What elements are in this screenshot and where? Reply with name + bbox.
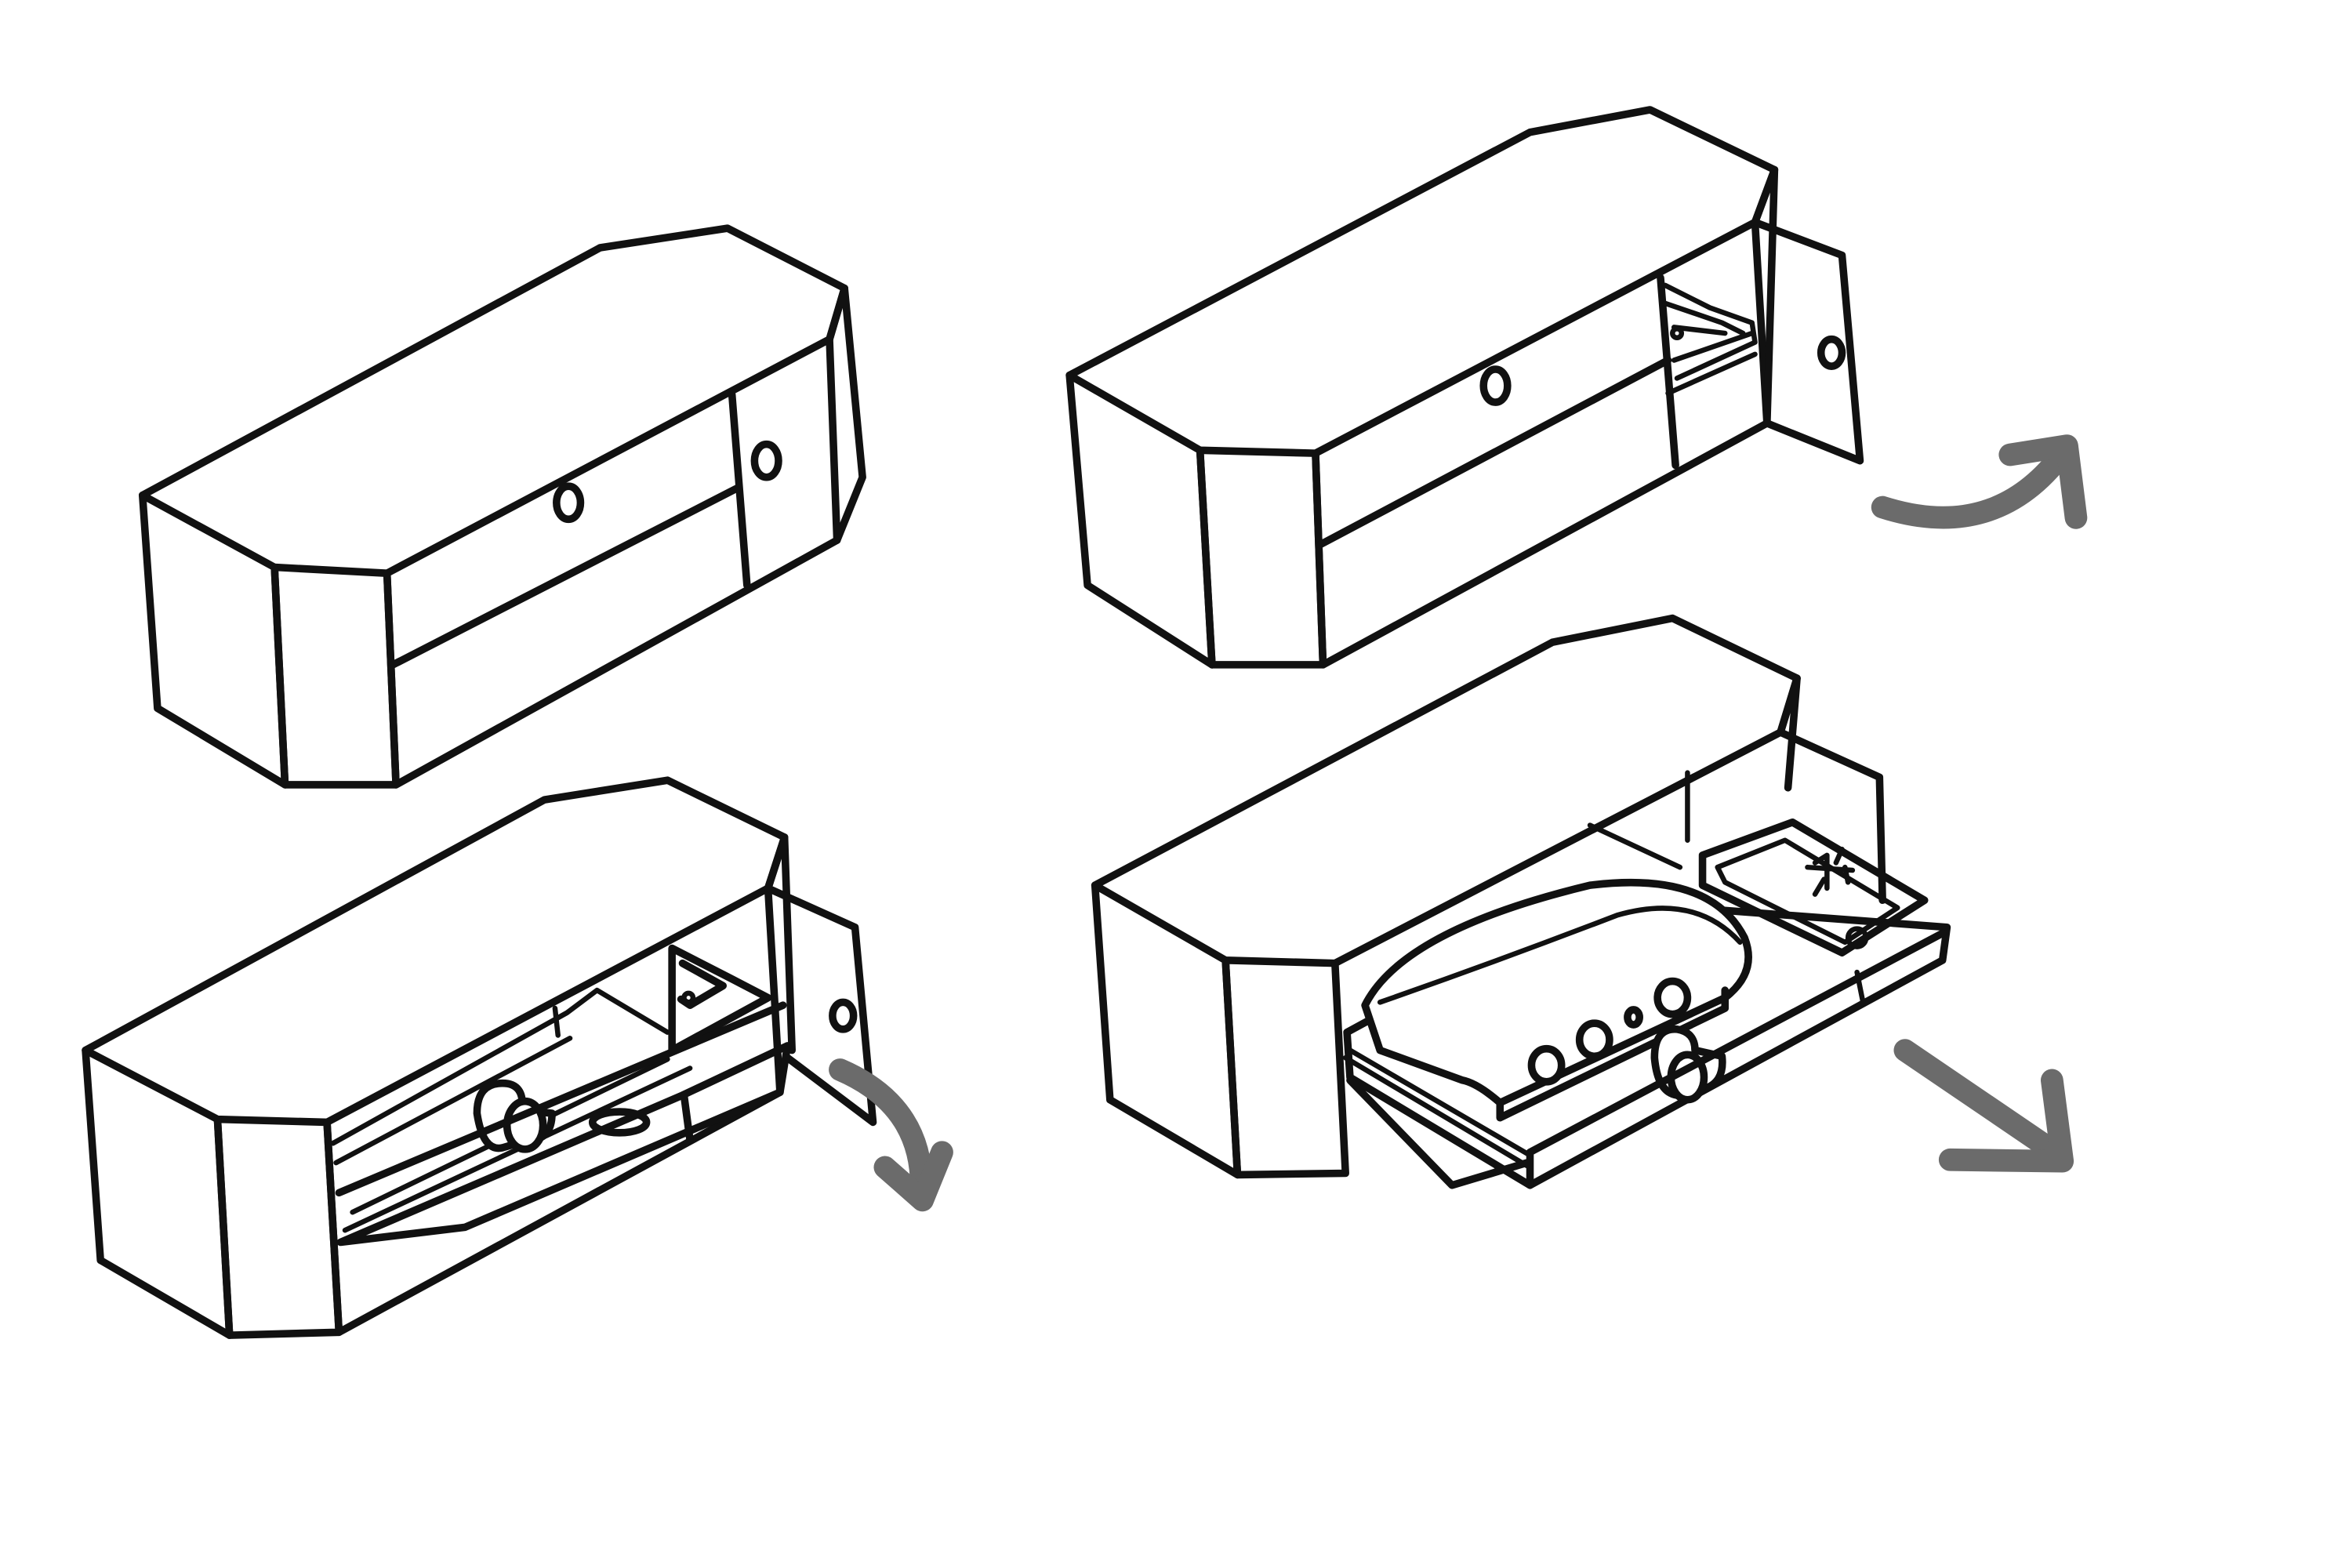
door-swing-arrow-head	[1998, 434, 2088, 529]
kitchen-swung-door	[1777, 728, 1886, 905]
flap-interior-back	[330, 987, 670, 1166]
kitchen-stove-knob-1	[1527, 1044, 1566, 1086]
flap-left-end	[82, 1046, 234, 1339]
flap-front-line	[335, 1001, 787, 1197]
closed-right-end	[826, 284, 866, 544]
kitchen-stove-lid-edge	[1377, 906, 1743, 1005]
closed-door-divider	[728, 390, 751, 590]
kitchen-stove-indicator	[1624, 1006, 1643, 1029]
cabinet-kitchen-extended-icon	[1091, 614, 1951, 1189]
door-open-door-knob	[1817, 335, 1846, 370]
kitchen-right-end	[1777, 674, 1801, 792]
door-open-right-end	[1751, 165, 1779, 427]
kitchen-interior-top	[1587, 770, 1690, 870]
kitchen-tray-support	[1346, 1076, 1531, 1189]
kitchen-sink-drain	[1845, 926, 1869, 949]
slide-out-arrow-head	[1938, 1069, 2074, 1173]
door-open-chamfer-face	[1196, 446, 1327, 669]
door-open-opening-edge	[1657, 274, 1679, 470]
door-open-swung-door	[1751, 218, 1864, 465]
slide-out-arrow-shaft	[1893, 1039, 2067, 1164]
door-open-inner-box	[1662, 282, 1758, 396]
flap-fold-down-shelf	[336, 1042, 792, 1247]
flap-right-end	[764, 833, 796, 1054]
closed-front-face	[383, 335, 841, 789]
kitchen-faucet-icon	[1805, 846, 1856, 897]
kitchen-stove-knob-3	[1653, 977, 1692, 1018]
kitchen-stove-front	[1496, 986, 1730, 1122]
cabinet-flap-down-icon	[82, 776, 877, 1339]
curved-arrow-icon	[1871, 434, 2088, 529]
kitchen-chamfer-face	[1221, 956, 1349, 1179]
flap-front-lower	[323, 884, 784, 1337]
flap-fold-arrow-head	[873, 1141, 953, 1212]
closed-drawer-split	[389, 484, 742, 669]
door-open-drawer-split	[1316, 356, 1672, 549]
diagonal-arrow-icon	[1893, 1039, 2074, 1173]
cabinet-closed-icon	[138, 224, 866, 789]
door-swing-arrow-shaft	[1871, 441, 2074, 529]
door-open-inner-knob	[1670, 326, 1685, 341]
kitchen-tray-front-edge	[1526, 929, 1947, 1189]
closed-chamfer-face	[270, 563, 400, 789]
flap-swung-door	[764, 884, 877, 1127]
kitchen-stove-knob-2	[1575, 1019, 1613, 1061]
cabinet-door-open-icon	[1065, 106, 1864, 669]
flap-side-divider	[680, 1091, 694, 1145]
flap-chamfer-face	[213, 1115, 343, 1339]
closed-left-end	[138, 491, 289, 789]
flap-door-knob	[829, 998, 858, 1033]
flap-slot	[588, 1108, 651, 1137]
door-open-front-knob	[1479, 365, 1512, 406]
closed-door-knob	[750, 440, 782, 481]
kitchen-sink-unit	[1698, 818, 1929, 957]
kitchen-sink-basin	[1715, 837, 1900, 946]
curved-arrow-down-icon	[829, 1058, 953, 1212]
closed-front-knob	[553, 482, 585, 524]
flap-compartment-knob	[681, 990, 696, 1005]
door-open-front-face	[1312, 218, 1771, 669]
